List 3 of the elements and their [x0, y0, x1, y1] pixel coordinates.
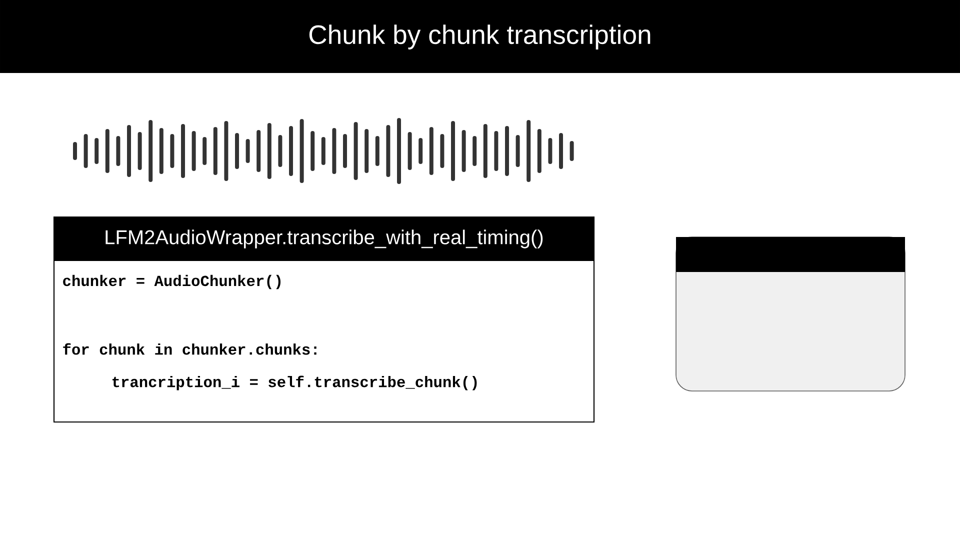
code-box: LFM2AudioWrapper.transcribe_with_real_timing() chunker = AudioChunker() for chunk in chunker.chunks: trancription_i = self.transcribe_chunk(): [53, 216, 595, 423]
title-bar: Chunk by chunk transcription: [0, 0, 960, 73]
card: [676, 236, 906, 392]
